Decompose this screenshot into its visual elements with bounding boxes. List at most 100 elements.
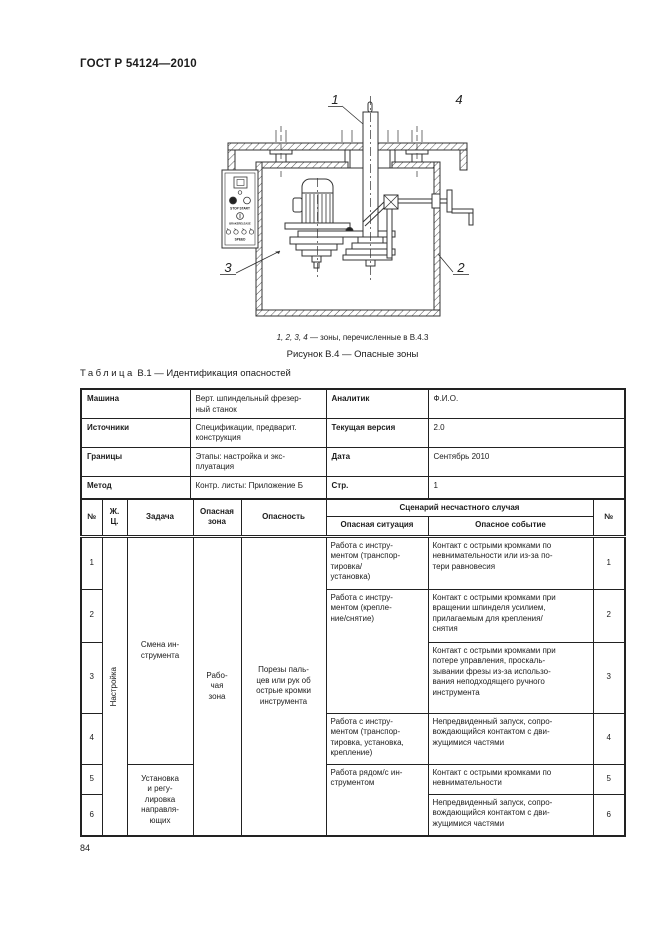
table-row: Машина Верт. шпиндельный фрезер- ный ста…	[80, 388, 626, 419]
belt-knob	[345, 227, 354, 232]
table-row: 3 Контакт с острыми кромками при потере …	[80, 641, 626, 714]
info-label: Границы	[80, 446, 191, 477]
situation-cell: Работа рядом/с ин- струментом	[325, 763, 429, 837]
info-label: Машина	[80, 388, 191, 419]
brake-release-button	[236, 212, 244, 220]
info-value: Контр. листы: Приложение Б	[189, 475, 327, 500]
bolt-ticks	[275, 130, 423, 142]
col-header-no: №	[80, 498, 103, 537]
crank-arm	[446, 189, 453, 213]
figure-note: 1, 2, 3, 4 — зоны, перечисленные в В.4.3	[80, 333, 625, 342]
row-no: 3	[80, 641, 103, 714]
info-value: 2.0	[427, 417, 626, 448]
row-no2: 5	[592, 763, 626, 795]
event-cell: Непредвиденный запуск, сопро- вождающийс…	[427, 712, 594, 765]
col-header-scenario: Сценарий несчастного случая	[325, 498, 594, 517]
col-header-no2: №	[592, 498, 626, 537]
info-label: Аналитик	[325, 388, 429, 419]
table-row: 6 Непредвиденный запуск, сопро- вождающи…	[80, 793, 626, 837]
figure-caption: Рисунок В.4 — Опасные зоны	[286, 349, 419, 360]
hazard-cell: Порезы паль- цев или рук об острые кромк…	[240, 535, 327, 837]
speed-label: SPEED	[235, 238, 247, 242]
row-no2: 4	[592, 712, 626, 765]
row-no2: 2	[592, 588, 626, 643]
info-value: 1	[427, 475, 626, 500]
col-header-situation: Опасная ситуация	[325, 515, 429, 537]
info-value: Этапы: настройка и экс- плуатация	[189, 446, 327, 477]
event-cell: Контакт с острыми кромками при потере уп…	[427, 641, 594, 714]
control-panel: STOP START BRAKERELEASE SPEED	[221, 169, 259, 249]
task-cell: Смена ин- струмента	[126, 535, 194, 765]
table-row: 5 Установка и регу- лировка направля- ющ…	[80, 763, 626, 837]
table-row: Источники Спецификации, предварит. конст…	[80, 417, 626, 448]
col-header-event: Опасное событие	[427, 515, 594, 537]
lifecycle-text: Настройка	[109, 666, 119, 706]
info-value: Сентябрь 2010	[427, 446, 626, 477]
motor-pulley	[289, 236, 344, 269]
stop-start-label: STOP START	[230, 207, 250, 211]
zone-label-1: 1	[331, 92, 338, 107]
info-value: Верт. шпиндельный фрезер- ный станок	[189, 388, 327, 419]
situation-cell: Работа с инстру- ментом (транспор- тиров…	[325, 712, 429, 765]
standard-number: ГОСТ Р 54124—2010	[80, 58, 197, 70]
crank-mechanism	[362, 189, 474, 259]
table-row: 4 Работа с инстру- ментом (транспор- тир…	[80, 712, 626, 765]
situation-cell: Работа с инстру- ментом (крепле- ние/сня…	[325, 588, 429, 714]
col-header-task: Задача	[126, 498, 194, 537]
enclosure-guard	[255, 161, 441, 317]
info-value: Спецификации, предварит. конструкция	[189, 417, 327, 448]
stop-button	[229, 196, 237, 205]
zone-label-3: 3	[224, 260, 232, 275]
figure-note-zones: 1, 2, 3, 4	[276, 333, 308, 342]
info-label: Метод	[80, 475, 191, 500]
row-no2: 1	[592, 535, 626, 590]
row-no: 4	[80, 712, 103, 765]
row-no: 1	[80, 535, 103, 590]
crank-handle	[451, 208, 474, 214]
table-caption: Таблица В.1 — Идентификация опасностей	[80, 368, 291, 379]
centerlines	[317, 96, 371, 280]
machine-drawing: STOP START BRAKERELEASE SPEED	[220, 92, 474, 317]
col-header-lifecycle: Ж. Ц.	[101, 498, 128, 537]
start-button	[243, 196, 251, 205]
page-number: 84	[80, 843, 91, 853]
row-no2: 6	[592, 793, 626, 837]
row-no2: 3	[592, 641, 626, 714]
row-no: 6	[80, 793, 103, 837]
clamp-left	[269, 126, 293, 180]
task-cell: Установка и регу- лировка направля- ющих	[126, 763, 194, 837]
figure-note-text: — зоны, перечисленные в В.4.3	[307, 333, 429, 342]
table-row: Метод Контр. листы: Приложение Б Стр. 1	[80, 475, 626, 500]
situation-cell: Работа с инстру- ментом (транспор- тиров…	[325, 535, 429, 590]
speed-selectors	[225, 228, 255, 235]
brake-release-label: BRAKERELEASE	[229, 222, 251, 226]
clamp-right	[405, 126, 429, 180]
table-caption-rest: В.1 — Идентификация опасностей	[134, 368, 291, 379]
hazard-table: № Ж. Ц. Задача Опасная зона Опасность Сц…	[80, 498, 627, 837]
lifecycle-cell: Настройка	[101, 535, 128, 837]
hazard-id-info-table: Машина Верт. шпиндельный фрезер- ный ста…	[80, 388, 626, 500]
table-row: 1 Настройка Смена ин- струмента Рабо- ча…	[80, 535, 626, 837]
row-no: 2	[80, 588, 103, 643]
zone-cell: Рабо- чая зона	[192, 535, 242, 837]
motor-junction-box	[292, 197, 303, 213]
info-label: Дата	[325, 446, 429, 477]
hazard-table-head: № Ж. Ц. Задача Опасная зона Опасность Сц…	[80, 498, 626, 537]
row-no: 5	[80, 763, 103, 795]
event-cell: Непредвиденный запуск, сопро- вождающийс…	[427, 793, 594, 837]
machine-diagram-svg: STOP START BRAKERELEASE SPEED	[220, 92, 474, 317]
table-caption-word: Таблица	[80, 368, 135, 379]
machine-diagram: STOP START BRAKERELEASE SPEED	[100, 90, 500, 336]
info-label: Стр.	[325, 475, 429, 500]
table-row: Границы Этапы: настройка и экс- плуатаци…	[80, 446, 626, 477]
event-cell: Контакт с острыми кромками при вращении …	[427, 588, 594, 643]
event-cell: Контакт с острыми кромками по невнимател…	[427, 535, 594, 590]
event-cell: Контакт с острыми кромками по невнимател…	[427, 763, 594, 795]
motor	[292, 178, 334, 224]
col-header-zone: Опасная зона	[192, 498, 242, 537]
info-label: Текущая версия	[325, 417, 429, 448]
zone-label-4: 4	[455, 92, 462, 107]
callouts: 1 4 3 2	[220, 92, 469, 275]
zone-label-2: 2	[456, 260, 465, 275]
